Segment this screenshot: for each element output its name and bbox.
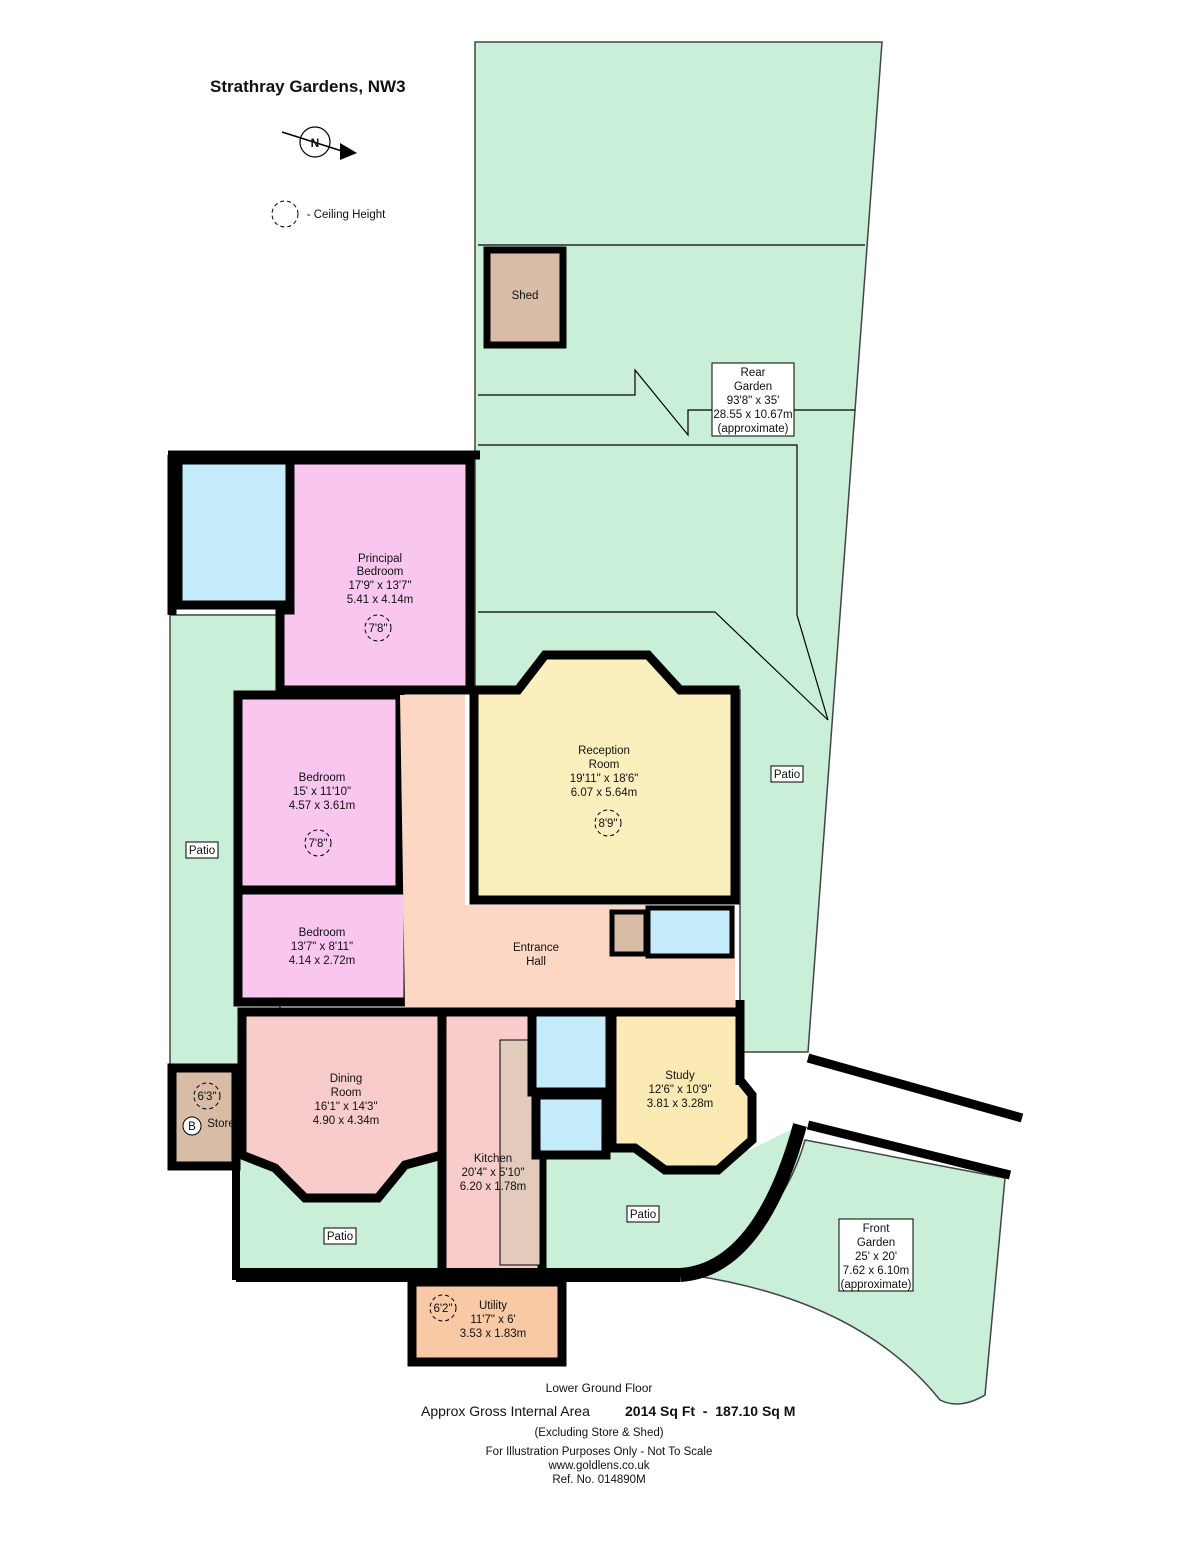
- room-name: Dining: [330, 1073, 363, 1085]
- compass-north-arrow-icon: N: [281, 126, 357, 160]
- bedroom-2-label: Bedroom 13'7" x 8'11" 4.14 x 2.72m: [289, 927, 355, 967]
- reference-number: Ref. No. 014890M: [552, 1474, 645, 1486]
- room-dimensions-metric: 4.57 x 3.61m: [289, 800, 355, 812]
- garden-dimensions-metric: 28.55 x 10.67m: [713, 409, 792, 421]
- store: [167, 1063, 241, 1171]
- rear-garden-label: Rear Garden 93'8" x 35' 28.55 x 10.67m (…: [711, 362, 795, 437]
- ceiling-height: 6'2": [433, 1303, 452, 1315]
- shed: [483, 246, 567, 349]
- garden-name: Rear: [741, 367, 766, 379]
- study-label: Study 12'6" x 10'9" 3.81 x 3.28m: [647, 1070, 713, 1110]
- room-name: Room: [331, 1087, 362, 1099]
- bedroom-1-label: Bedroom 15' x 11'10" 4.57 x 3.61m 7'8": [289, 772, 355, 857]
- ceiling-height: 8'9": [598, 818, 617, 830]
- room-name: Principal: [358, 553, 402, 565]
- room-dimensions-imperial: 19'11" x 18'6": [570, 773, 639, 785]
- principal-bedroom-label: Principal Bedroom 17'9" x 13'7" 5.41 x 4…: [347, 553, 413, 642]
- store-label: 6'3" B Store: [182, 1082, 235, 1136]
- room-dimensions-imperial: 12'6" x 10'9": [648, 1084, 711, 1096]
- room-dimensions-metric: 4.14 x 2.72m: [289, 955, 355, 967]
- entrance-hall-label: Entrance Hall: [513, 942, 559, 968]
- room-name: Kitchen: [474, 1153, 512, 1165]
- disclaimer: For Illustration Purposes Only - Not To …: [486, 1446, 713, 1458]
- legend-text: - Ceiling Height: [307, 209, 386, 221]
- patio-label: Patio: [189, 845, 215, 857]
- patio-label-side: Patio: [185, 841, 219, 859]
- patio-label: Patio: [774, 769, 800, 781]
- en-suite-bathroom: [173, 455, 295, 610]
- shower-room: [531, 1090, 611, 1160]
- room-dimensions-imperial: 16'1" x 14'3": [314, 1101, 377, 1113]
- room-dimensions-metric: 4.90 x 4.34m: [313, 1115, 379, 1127]
- utility-label: Utility 11'7" x 6' 3.53 x 1.83m 6'2": [429, 1294, 526, 1340]
- room-name: Utility: [479, 1300, 507, 1312]
- bedroom-1: [233, 690, 405, 895]
- front-garden-label: Front Garden 25' x 20' 7.62 x 6.10m (app…: [838, 1218, 914, 1292]
- room-dimensions-imperial: 11'7" x 6': [470, 1314, 515, 1326]
- room-dimensions-metric: 6.20 x 1.78m: [460, 1181, 526, 1193]
- garden-note: (approximate): [718, 423, 789, 435]
- garden-boundary-wall: [679, 1123, 807, 1282]
- patio-label-dining: Patio: [323, 1227, 357, 1245]
- room-name: Store: [207, 1118, 235, 1130]
- room-name: Hall: [526, 956, 546, 968]
- room-name: Study: [665, 1070, 695, 1082]
- hall-cupboard: [609, 909, 649, 957]
- room-name: Reception: [578, 745, 630, 757]
- principal-bedroom: [275, 455, 475, 695]
- area-value: 2014 Sq Ft - 187.10 Sq M: [625, 1403, 795, 1419]
- bathroom: [527, 1007, 615, 1097]
- room-dimensions-imperial: 13'7" x 8'11": [291, 941, 353, 953]
- garden-name: Garden: [734, 381, 772, 393]
- compass-label: N: [311, 136, 320, 150]
- garden-note: (approximate): [841, 1279, 912, 1291]
- kitchen-patio-area: [540, 1125, 800, 1275]
- patio-label: Patio: [630, 1209, 656, 1221]
- reception-room-label: Reception Room 19'11" x 18'6" 6.07 x 5.6…: [570, 745, 639, 837]
- website: www.goldlens.co.uk: [548, 1460, 650, 1472]
- room-name: Bedroom: [299, 772, 346, 784]
- shed-label: Shed: [512, 290, 539, 302]
- ceiling-height: 7'8": [308, 838, 327, 850]
- garden-dimensions-imperial: 93'8" x 35': [727, 395, 780, 407]
- bedroom-2: [233, 885, 413, 1007]
- patio-label: Patio: [327, 1231, 353, 1243]
- cloakroom-wc: [645, 905, 735, 959]
- ceiling-height: 6'3": [197, 1091, 216, 1103]
- garden-dimensions-metric: 7.62 x 6.10m: [843, 1265, 909, 1277]
- dining-room-label: Dining Room 16'1" x 14'3" 4.90 x 4.34m: [313, 1073, 379, 1127]
- room-dimensions-metric: 5.41 x 4.14m: [347, 594, 413, 606]
- room-name: Entrance: [513, 942, 559, 954]
- room-dimensions-metric: 6.07 x 5.64m: [571, 787, 637, 799]
- room-name: Bedroom: [357, 566, 404, 578]
- room-dimensions-metric: 3.53 x 1.83m: [460, 1328, 526, 1340]
- room-dimensions-imperial: 20'4" x 5'10": [461, 1167, 524, 1179]
- utility-room: [407, 1277, 567, 1367]
- boiler-label: B: [188, 1121, 196, 1133]
- boiler-icon: [182, 1116, 202, 1136]
- area-exclusion: (Excluding Store & Shed): [534, 1427, 663, 1439]
- patio-label-rear: Patio: [770, 765, 804, 783]
- garden-dimensions-imperial: 25' x 20': [855, 1251, 897, 1263]
- room-dimensions-imperial: 15' x 11'10": [293, 786, 351, 798]
- area-label: Approx Gross Internal Area: [421, 1403, 590, 1419]
- room-dimensions-imperial: 17'9" x 13'7": [348, 580, 411, 592]
- garden-name: Garden: [857, 1237, 895, 1249]
- room-dimensions-metric: 3.81 x 3.28m: [647, 1098, 713, 1110]
- kitchen-label: Kitchen 20'4" x 5'10" 6.20 x 1.78m: [460, 1153, 526, 1193]
- garden-name: Front: [863, 1223, 891, 1235]
- floor-name: Lower Ground Floor: [546, 1381, 653, 1395]
- room-name: Bedroom: [299, 927, 346, 939]
- reception-room: [469, 650, 740, 905]
- patio-label-kitchen: Patio: [626, 1205, 660, 1223]
- ceiling-height: 7'8": [368, 623, 387, 635]
- dashed-circle-icon: [271, 200, 299, 228]
- property-title: Strathray Gardens, NW3: [210, 77, 406, 96]
- room-name: Room: [589, 759, 620, 771]
